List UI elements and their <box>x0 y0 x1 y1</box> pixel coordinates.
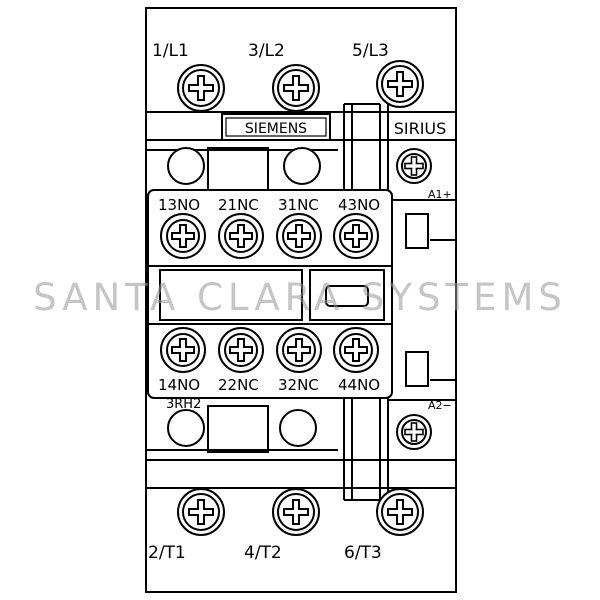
aux-label-bottom-1: 14NO <box>158 376 200 394</box>
brand-label: SIEMENS <box>245 121 307 137</box>
coil-terminals <box>396 148 432 450</box>
auxiliary-block <box>147 189 393 399</box>
aux-label-top-2: 21NC <box>218 196 259 214</box>
terminal-label-top-3: 5/L3 <box>352 41 389 61</box>
terminal-label-bottom-2: 4/T2 <box>244 543 282 563</box>
brand-plate <box>221 113 331 141</box>
main-terminals-bottom <box>177 488 424 536</box>
partial-type-label: 3RH2 <box>166 397 201 412</box>
aux-label-bottom-4: 44NO <box>338 376 380 394</box>
aux-label-top-3: 31NC <box>278 196 319 214</box>
series-label: SIRIUS <box>394 119 447 138</box>
terminal-label-top-2: 3/L2 <box>248 41 285 61</box>
terminal-label-top-1: 1/L1 <box>152 41 189 61</box>
aux-label-top-4: 43NO <box>338 196 380 214</box>
coil-label-a1: A1+ <box>428 188 452 201</box>
terminal-label-bottom-3: 6/T3 <box>344 543 382 563</box>
aux-label-bottom-2: 22NC <box>218 376 259 394</box>
aux-label-top-1: 13NO <box>158 196 200 214</box>
coil-label-a2: A2− <box>428 399 452 412</box>
terminal-label-bottom-1: 2/T1 <box>148 543 186 563</box>
aux-label-bottom-3: 32NC <box>278 376 319 394</box>
mounting-holes <box>167 147 321 447</box>
main-terminals-top <box>177 60 424 112</box>
